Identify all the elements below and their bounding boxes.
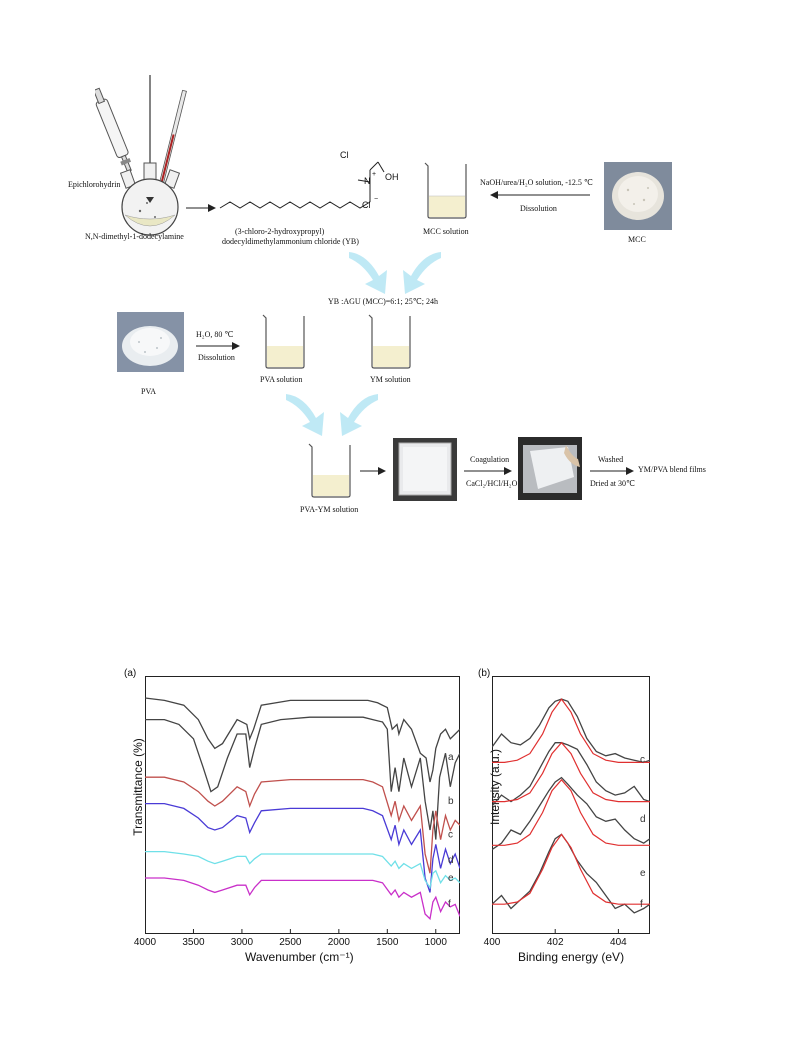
xps-series-f-fit (492, 833, 650, 905)
yb-cl-label: Cl (340, 150, 349, 160)
yb-oh-label: OH (385, 172, 399, 182)
panel-b-tag: (b) (478, 668, 491, 679)
mcc-solution-label: MCC solution (423, 227, 469, 236)
mcc-label: MCC (628, 235, 646, 244)
xps-xtick-label: 404 (610, 937, 627, 948)
ftir-xtick-label: 3500 (182, 937, 205, 948)
xps-series-label: c (640, 755, 645, 766)
yb-n-charge: + (372, 171, 377, 178)
ym-solution-label: YM solution (370, 375, 411, 384)
arrow-left-icon (490, 191, 590, 199)
ftir-xtick-label: 1000 (424, 937, 447, 948)
ftir-series-label: e (448, 873, 454, 884)
ftir-series-label: a (448, 752, 454, 763)
amine-label: N,N-dimethyl-1-dodecylamine (85, 232, 184, 241)
merge-arrow-icon (286, 394, 378, 436)
arrow-right-icon (360, 467, 386, 475)
ftir-series-label: f (448, 899, 451, 910)
beaker-icon-pva-ym (308, 443, 351, 498)
mcc-condition-line2: Dissolution (520, 204, 557, 213)
epichlorohydrin-label: Epichlorohydrin (68, 180, 121, 189)
xps-series-label: f (640, 899, 643, 910)
yb-structure (219, 161, 385, 209)
pva-ym-solution-label: PVA-YM solution (300, 505, 359, 514)
cast-film-plate-photo (393, 438, 457, 501)
reaction-conditions: YB :AGU (MCC)=6:1; 25℃; 24h (328, 297, 438, 306)
xps-series-c-fit (492, 698, 650, 764)
pva-solution-label: PVA solution (260, 375, 303, 384)
mcc-condition-line1: NaOH/urea/H₂O solution, -12.5 ℃ (480, 178, 593, 187)
merge-arrow-icon (349, 252, 441, 294)
xps-xtick-label: 402 (546, 937, 564, 948)
final-product-label: YM/PVA blend films (638, 465, 706, 474)
xps-series-f-exp (492, 833, 650, 914)
mcc-powder-photo (604, 162, 672, 230)
pva-condition-line2: Dissolution (198, 353, 235, 362)
arrow-right-icon (464, 467, 512, 475)
xps-series-d-exp (492, 742, 650, 807)
xps-xtick-label: 400 (483, 937, 501, 948)
ftir-series-f (145, 877, 460, 921)
ftir-series-label: d (448, 855, 454, 866)
beaker-icon-mcc (424, 162, 467, 219)
coagulation-line2: CaCl₂/HCl/H₂O (466, 479, 518, 488)
ftir-series-a (145, 716, 460, 840)
beaker-icon-pva (262, 314, 305, 369)
xps-series-label: d (640, 814, 646, 825)
xps-xlabel: Binding energy (eV) (518, 950, 625, 964)
pva-granules-photo (117, 312, 184, 372)
ftir-xtick-label: 4000 (133, 937, 157, 948)
ftir-chart: a b c de f (145, 676, 460, 934)
wash-line2: Dried at 30℃ (590, 479, 635, 488)
arrow-right-icon (590, 467, 634, 475)
xps-series-c-exp (492, 698, 650, 764)
yb-name-line1: (3-chloro-2-hydroxypropyl) (235, 227, 325, 236)
ftir-ylabel: Transmittance (%) (131, 738, 145, 836)
ftir-series-b (145, 776, 460, 874)
yb-n-label: N (364, 176, 371, 186)
arrow-right-icon (186, 204, 216, 212)
ftir-series-label: b (448, 796, 454, 807)
ftir-xtick-label: 2000 (327, 937, 350, 948)
reaction-flask-icon (95, 75, 187, 236)
xps-plot-frame (492, 676, 650, 934)
yb-counterion-label: Cl (362, 200, 371, 210)
beaker-icon-ym (368, 314, 411, 369)
ftir-plot-frame (145, 676, 460, 934)
xps-series-e-exp (492, 776, 650, 851)
xps-chart: c d e f (492, 676, 650, 934)
ftir-series-label: c (448, 829, 453, 840)
ftir-xtick-label: 3000 (230, 937, 254, 948)
xps-series-d-fit (492, 741, 650, 803)
yb-counterion-charge: − (374, 196, 379, 203)
arrow-right-icon (196, 342, 240, 350)
ftir-series-top (145, 697, 460, 783)
yb-name-line2: dodecyldimethylammonium chloride (YB) (222, 237, 359, 246)
coagulation-line1: Coagulation (470, 455, 510, 464)
ftir-series-c (145, 802, 460, 893)
xps-series-label: e (640, 868, 646, 879)
ftir-xtick-label: 1500 (376, 937, 399, 948)
panel-a-tag: (a) (124, 668, 137, 679)
coagulation-bath-photo (518, 437, 582, 500)
ftir-xlabel: Wavenumber (cm⁻¹) (245, 950, 354, 964)
ftir-xtick-label: 2500 (279, 937, 302, 948)
wash-line1: Washed (598, 455, 624, 464)
pva-condition-line1: H₂O, 80 ℃ (196, 330, 234, 339)
ftir-series-d (145, 850, 460, 890)
pva-label: PVA (141, 387, 156, 396)
xps-series-e-fit (492, 778, 650, 846)
